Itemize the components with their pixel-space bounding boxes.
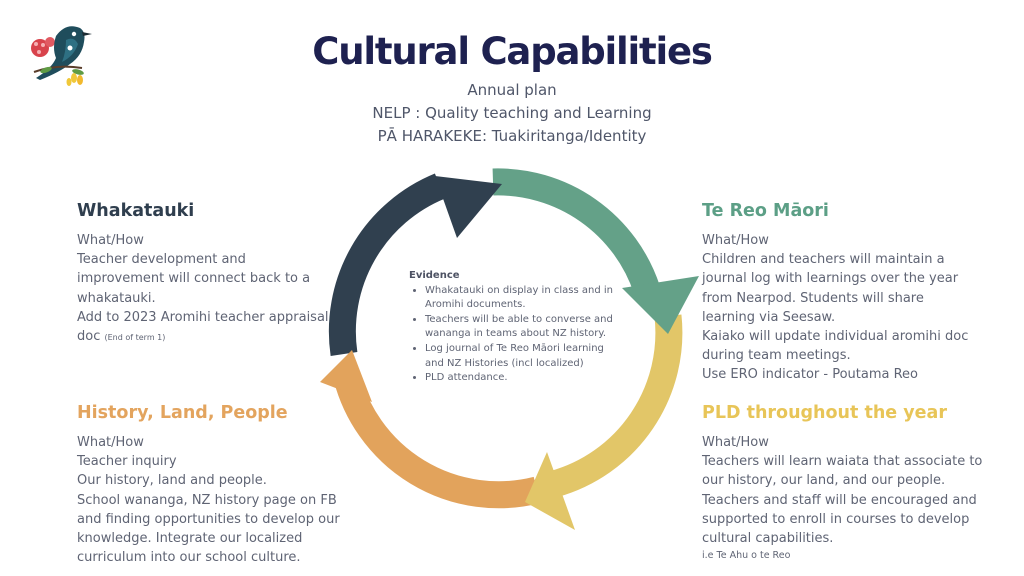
section-whakatauki: Whakatauki What/How Teacher development …	[77, 201, 337, 347]
tui-bird-logo-icon	[31, 26, 92, 86]
te-reo-line: learning via Seesaw.	[702, 309, 836, 325]
cycle-arc-orange	[332, 370, 541, 509]
cycle-arrowhead-orange	[320, 350, 372, 402]
te-reo-line: Use ERO indicator - Poutama Reo	[702, 367, 919, 383]
pld-heading: PLD throughout the year	[702, 403, 947, 423]
whakatauki-doc-text: doc	[77, 329, 101, 345]
whakatauki-heading: Whakatauki	[77, 201, 195, 221]
pld-line: cultural capabilities.	[702, 531, 834, 547]
evidence-title: Evidence	[409, 270, 460, 281]
history-line: curriculum into our school culture.	[77, 550, 301, 566]
kowhai-flower-icon	[66, 73, 83, 86]
history-line: What/How	[77, 435, 144, 450]
section-te-reo-maori: Te Reo Māori What/How Children and teach…	[702, 201, 1002, 385]
subtitle-nelp: NELP : Quality teaching and Learning	[372, 104, 652, 122]
cycle-arc-yellow	[550, 314, 683, 498]
evidence-item: Log journal of Te Reo Māori learning and…	[425, 342, 613, 371]
whakatauki-note: (End of term 1)	[104, 333, 166, 343]
whakatauki-line: What/How	[77, 233, 144, 248]
pld-note: i.e Te Ahu o te Reo	[702, 550, 791, 562]
te-reo-line: Kaiako will update individual aromihi do…	[702, 329, 969, 345]
te-reo-line: from Nearpod. Students will share	[702, 290, 924, 306]
section-history-land-people: History, Land, People What/How Teacher i…	[77, 403, 347, 567]
subtitle-pa-harakeke: PĀ HARAKEKE: Tuakiritanga/Identity	[377, 127, 647, 145]
evidence-box: Evidence Whakatauki on display in class …	[409, 269, 613, 386]
pld-line: our history, our land, and our people.	[702, 473, 946, 489]
history-line: Teacher inquiry	[77, 454, 177, 470]
history-line: Our history, land and people.	[77, 473, 267, 489]
evidence-item: Whakatauki on display in class and in Ar…	[425, 284, 613, 313]
evidence-list: Whakatauki on display in class and in Ar…	[409, 284, 613, 386]
te-reo-heading: Te Reo Māori	[702, 201, 829, 221]
cycle-arrowhead-green	[622, 276, 699, 334]
history-line: knowledge. Integrate our localized	[77, 531, 303, 547]
cycle-arrowhead-yellow	[525, 452, 575, 530]
page-title: Cultural Capabilities	[312, 30, 713, 73]
history-line: School wananga, NZ history page on FB	[77, 492, 337, 508]
history-line: and finding opportunities to develop our	[77, 511, 340, 527]
te-reo-line: journal log with learnings over the year	[702, 271, 959, 287]
history-heading: History, Land, People	[77, 403, 288, 423]
whakatauki-line: Add to 2023 Aromihi teacher appraisal	[77, 309, 329, 325]
te-reo-line: What/How	[702, 233, 769, 248]
te-reo-line: during team meetings.	[702, 348, 851, 364]
subtitle-annual-plan: Annual plan	[467, 81, 557, 99]
pld-line: supported to enroll in courses to develo…	[702, 511, 970, 527]
evidence-item: Teachers will be able to converse and wa…	[425, 313, 613, 342]
te-reo-line: Children and teachers will maintain a	[702, 252, 945, 268]
cycle-arrowhead-navy	[435, 176, 502, 238]
cycle-arc-navy	[328, 173, 446, 356]
whakatauki-line: Teacher development and	[77, 252, 246, 268]
section-pld: PLD throughout the year What/How Teacher…	[702, 403, 1002, 561]
pld-line: What/How	[702, 435, 769, 450]
whakatauki-last-line: doc (End of term 1)	[77, 327, 337, 347]
evidence-item: PLD attendance.	[425, 371, 613, 386]
cycle-arc-green	[492, 168, 660, 295]
whakatauki-line: whakatauki.	[77, 290, 156, 306]
whakatauki-line: improvement will connect back to a	[77, 271, 311, 287]
pld-line: Teachers and staff will be encouraged an…	[702, 492, 977, 508]
pohutukawa-flower-icon	[31, 37, 55, 57]
pld-line: Teachers will learn waiata that associat…	[702, 454, 983, 470]
cycle-diagram	[320, 168, 699, 530]
